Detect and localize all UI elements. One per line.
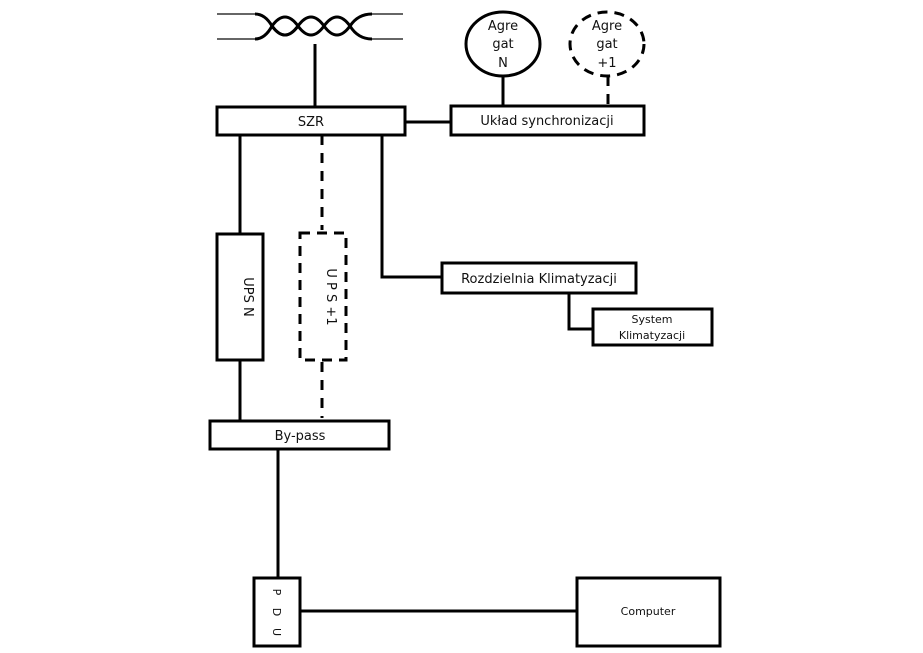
computer-box[interactable]: Computer (575, 576, 722, 648)
pdu-letter-3: U (270, 628, 283, 636)
hvac-system-box[interactable]: System Klimatyzacji (591, 307, 714, 347)
generator-n1-line-3: +1 (597, 56, 616, 71)
bypass-label: By-pass (275, 429, 326, 444)
szr-box[interactable]: SZR (215, 105, 407, 137)
ups-n1-box[interactable]: U P S +1 (298, 231, 348, 362)
hvac-system-line-2: Klimatyzacji (619, 329, 685, 342)
ups-n-box[interactable]: UPS N (215, 232, 265, 362)
generator-n1-line-2: gat (596, 37, 617, 52)
generator-n-line-1: Agre (488, 19, 518, 34)
pdu-letter-2: D (270, 608, 283, 616)
ups-n1-label: U P S +1 (323, 268, 338, 325)
hvac-switchboard-label: Rozdzielnia Klimatyzacji (461, 272, 617, 287)
generator-n1-line-1: Agre (592, 19, 622, 34)
szr-label: SZR (298, 115, 324, 130)
sync-unit-box[interactable]: Układ synchronizacji (449, 104, 646, 137)
pdu-box[interactable]: P D U (252, 576, 302, 648)
pdu-letter-1: P (270, 589, 283, 596)
generator-n[interactable]: Agre gat N (464, 10, 542, 78)
hvac-switchboard-box[interactable]: Rozdzielnia Klimatyzacji (440, 261, 638, 295)
wire-hvac-system (567, 293, 593, 331)
hvac-system-line-1: System (631, 313, 672, 326)
bypass-box[interactable]: By-pass (208, 419, 391, 451)
generator-n1[interactable]: Agre gat +1 (568, 10, 646, 78)
ups-n-label: UPS N (240, 277, 255, 316)
generator-n-line-2: gat (492, 37, 513, 52)
sync-unit-label: Układ synchronizacji (480, 114, 613, 129)
generator-n-line-3: N (498, 56, 508, 71)
grid-transformer-icon (217, 12, 403, 41)
wire-szr-hvac (380, 135, 442, 279)
computer-label: Computer (621, 605, 676, 618)
